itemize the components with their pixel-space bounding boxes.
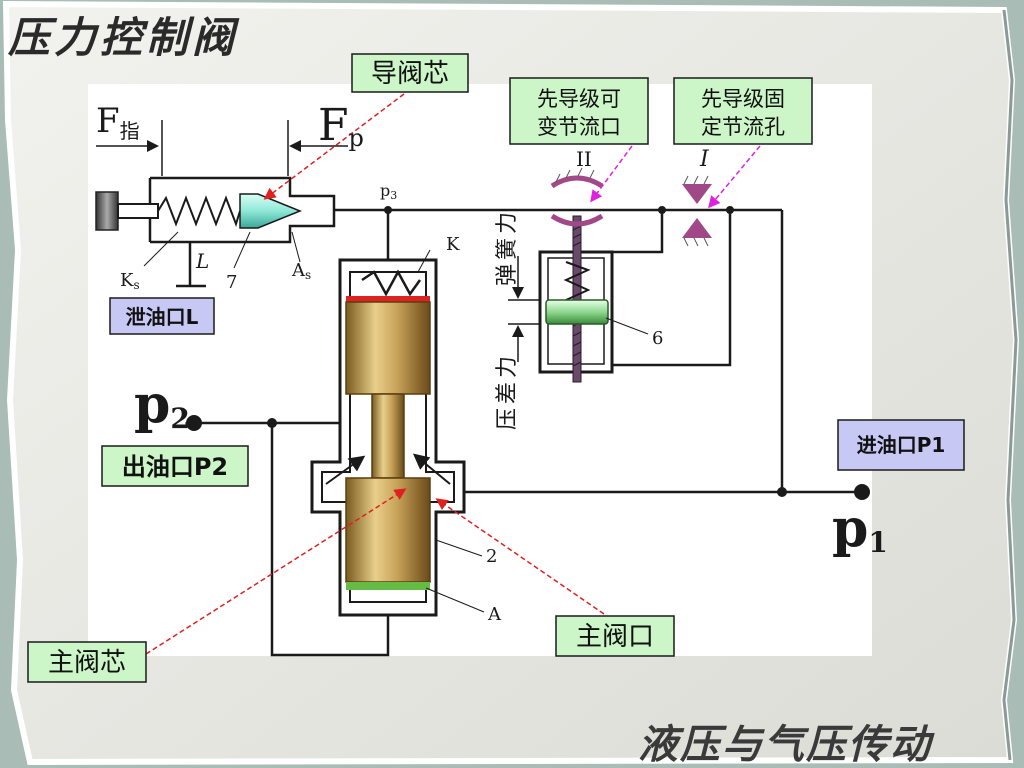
label-ks: Ks	[120, 270, 140, 292]
callout-variable-orifice-line2: 变节流口	[537, 115, 621, 139]
pilot-stage-piston	[545, 299, 609, 325]
main-valve	[310, 258, 466, 617]
diagram-area	[88, 84, 872, 656]
pilot-cone	[239, 193, 302, 229]
callout-inlet-port-text: 进油口P1	[857, 433, 946, 457]
callout-drain-port: 泄油口L	[109, 297, 215, 335]
callout-outlet-port: 出油口P2	[101, 445, 249, 487]
callout-main-port: 主阀口	[555, 615, 675, 657]
junction-dots	[267, 206, 787, 497]
label-p1: p1	[832, 498, 888, 559]
label-f-cmd: F指	[96, 101, 140, 143]
paper-shadow-edge	[1002, 9, 1018, 761]
p2-port-dot	[186, 415, 202, 431]
callout-outlet-port-text: 出油口P2	[122, 453, 228, 481]
variable-orifice-bottom	[550, 213, 604, 227]
main-spring	[361, 269, 422, 297]
green-seal-bar	[346, 582, 430, 590]
label-k: K	[446, 234, 460, 255]
callout-variable-orifice-line1: 先导级可	[537, 87, 621, 111]
callout-main-port-text: 主阀口	[576, 622, 654, 652]
callout-variable-orifice: 先导级可 变节流口	[509, 77, 649, 145]
pilot-valve	[95, 176, 336, 244]
label-a: A	[487, 604, 502, 625]
label-6: 6	[652, 328, 663, 349]
label-roman-2: II	[576, 147, 592, 171]
pilot-rod	[572, 215, 582, 383]
label-p3: p3	[380, 181, 397, 202]
main-spool-stem	[371, 393, 405, 479]
label-7: 7	[226, 272, 237, 293]
label-p2: p2	[134, 374, 190, 435]
fixed-orifice	[682, 175, 712, 247]
main-spool-upper	[345, 301, 431, 395]
label-as: As	[291, 260, 311, 282]
p1-port-dot	[854, 484, 870, 500]
red-callout-leaders	[145, 93, 605, 655]
leader-lines	[143, 231, 649, 613]
footer-title: 液压与气压传动	[638, 721, 935, 768]
callout-pilot-spool-text: 导阀芯	[371, 59, 449, 89]
red-seal-bar	[346, 296, 430, 302]
callout-main-spool-text: 主阀芯	[48, 648, 126, 678]
slide-title: 压力控制阀	[7, 13, 240, 62]
magenta-callout-leaders	[590, 145, 761, 209]
symbol-labels: F指 Fp p3 K Ks L 7 As 6 2 A II I p2 p1	[96, 100, 888, 625]
label-pressure-diff-force: 压差力	[495, 352, 520, 430]
callout-pilot-spool: 导阀芯	[351, 53, 469, 93]
force-arrows	[96, 120, 540, 362]
main-spool-lower	[345, 477, 431, 583]
callout-main-spool: 主阀芯	[27, 641, 147, 683]
label-f-p: Fp	[318, 100, 364, 152]
callout-drain-port-text: 泄油口L	[126, 305, 199, 329]
callout-fixed-orifice-line1: 先导级固	[701, 87, 785, 111]
callout-fixed-orifice: 先导级固 定节流孔	[673, 77, 813, 145]
label-2: 2	[486, 546, 497, 567]
callout-inlet-port: 进油口P1	[837, 419, 965, 471]
pilot-stage-valve	[538, 167, 614, 383]
label-spring-force: 弹簧力	[495, 208, 520, 286]
pilot-stage-spring	[563, 261, 591, 301]
adjust-knob	[95, 191, 119, 231]
label-l: L	[195, 249, 209, 273]
pilot-spring	[157, 195, 241, 228]
label-roman-1: I	[699, 147, 710, 172]
callout-fixed-orifice-line2: 定节流孔	[701, 115, 785, 139]
variable-orifice-top	[550, 175, 604, 189]
